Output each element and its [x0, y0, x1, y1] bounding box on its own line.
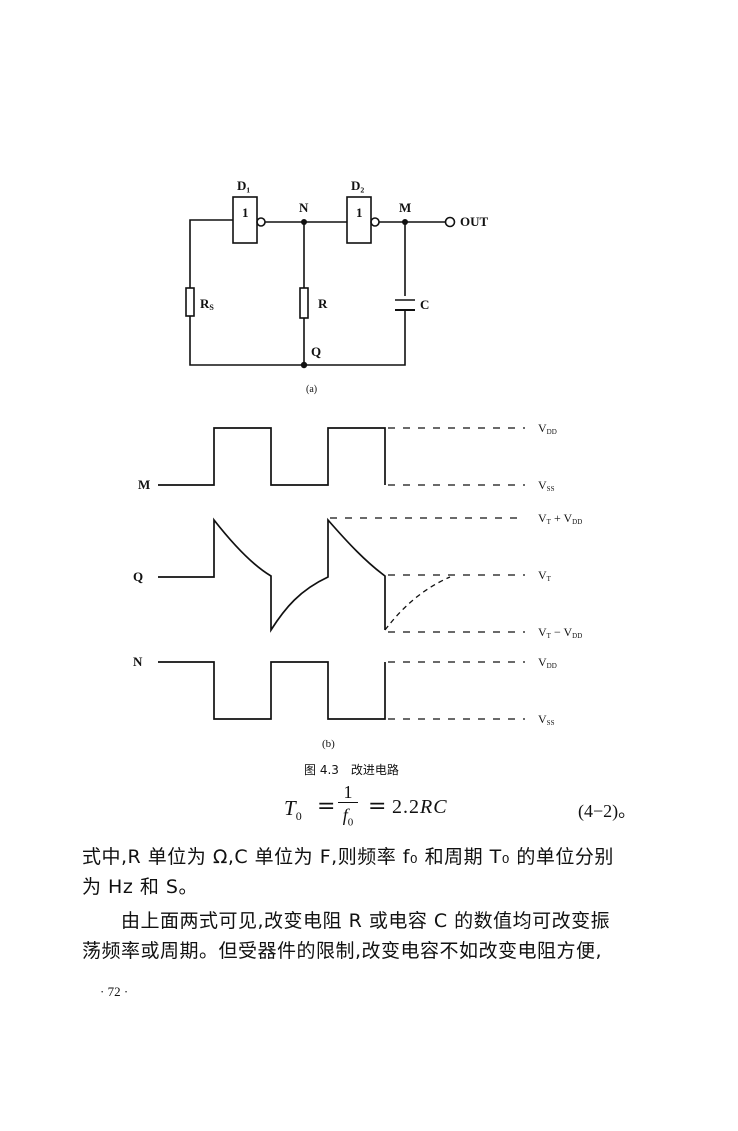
capacitor-c-label: C [420, 297, 429, 312]
node-q-label: Q [311, 344, 321, 359]
waveform-n [158, 661, 386, 720]
page-number: · 72 · [100, 984, 129, 999]
output-terminal [444, 216, 456, 228]
gate-d1-inverter-bubble [256, 217, 266, 227]
gate-d2-inverter-bubble [370, 217, 380, 227]
signal-m-label: M [138, 477, 150, 492]
level-reference-lines [330, 427, 525, 720]
equation-4-2: T0 = 1 f0 = 2.2RC (4−2)。 [0, 782, 738, 834]
timing-diagram [158, 427, 451, 720]
paragraph-line-1: 式中,R 单位为 Ω,C 单位为 F,则频率 f₀ 和周期 T₀ 的单位分别 [82, 846, 614, 868]
figure-caption: 图 4.3 改进电路 [304, 762, 399, 777]
node-m-label: M [399, 200, 411, 215]
waveform-q [158, 517, 386, 633]
gate-d1 [232, 196, 258, 244]
fraction-denominator: f0 [342, 805, 354, 829]
node-m-dot [402, 219, 408, 225]
equation-lhs: T0 [284, 796, 302, 824]
level-vdd2-label: VDD [538, 655, 557, 670]
level-vdd-label: VDD [538, 421, 557, 436]
waveform-m [158, 427, 386, 486]
waveform-q-dashed-continuation [384, 576, 451, 631]
equation-fraction: 1 f0 [338, 782, 358, 835]
signal-q-label: Q [133, 569, 143, 584]
gate-d2 [346, 196, 372, 244]
sub-caption-a: (a) [306, 384, 317, 395]
level-vss-label: VSS [538, 478, 555, 493]
wire-left-loop [189, 219, 233, 288]
level-vt-minus-vdd-label: VT − VDD [538, 625, 582, 640]
equation-number: (4−2)。 [578, 801, 637, 821]
equation-rhs: 2.2RC [392, 796, 448, 818]
gate-d2-symbol: 1 [356, 205, 363, 220]
resistor-r-label: R [318, 296, 328, 311]
sub-caption-b: (b) [322, 738, 335, 750]
resistor-r [299, 287, 309, 319]
level-vt-label: VT [538, 568, 552, 583]
resistor-rs-label: RS [200, 296, 214, 312]
node-q-dot [300, 361, 308, 369]
output-label: OUT [460, 214, 489, 229]
fraction-numerator: 1 [338, 782, 358, 803]
gate-d1-label: D₁ [237, 178, 250, 193]
equals-sign: = [317, 794, 336, 819]
level-vss2-label: VSS [538, 712, 555, 727]
paragraph-line-2: 为 Hz 和 S。 [82, 876, 198, 898]
signal-n-label: N [133, 654, 143, 669]
resistor-rs [185, 287, 195, 317]
figure-4-3: D₁ D₂ 1 1 N M Q OUT R C RS (a) M Q N VDD… [133, 178, 582, 777]
paragraph-line-4: 荡频率或周期。但受器件的限制,改变电容不如改变电阻方便, [82, 940, 603, 962]
gate-d1-symbol: 1 [242, 205, 249, 220]
level-vt-plus-vdd-label: VT + VDD [538, 511, 582, 526]
node-n-dot [301, 219, 307, 225]
equals-sign: = [368, 794, 387, 819]
paragraph-line-3: 由上面两式可见,改变电阻 R 或电容 C 的数值均可改变振 [82, 910, 611, 932]
node-n-label: N [299, 200, 309, 215]
gate-d2-label: D₂ [351, 178, 364, 193]
circuit-diagram [185, 196, 456, 366]
